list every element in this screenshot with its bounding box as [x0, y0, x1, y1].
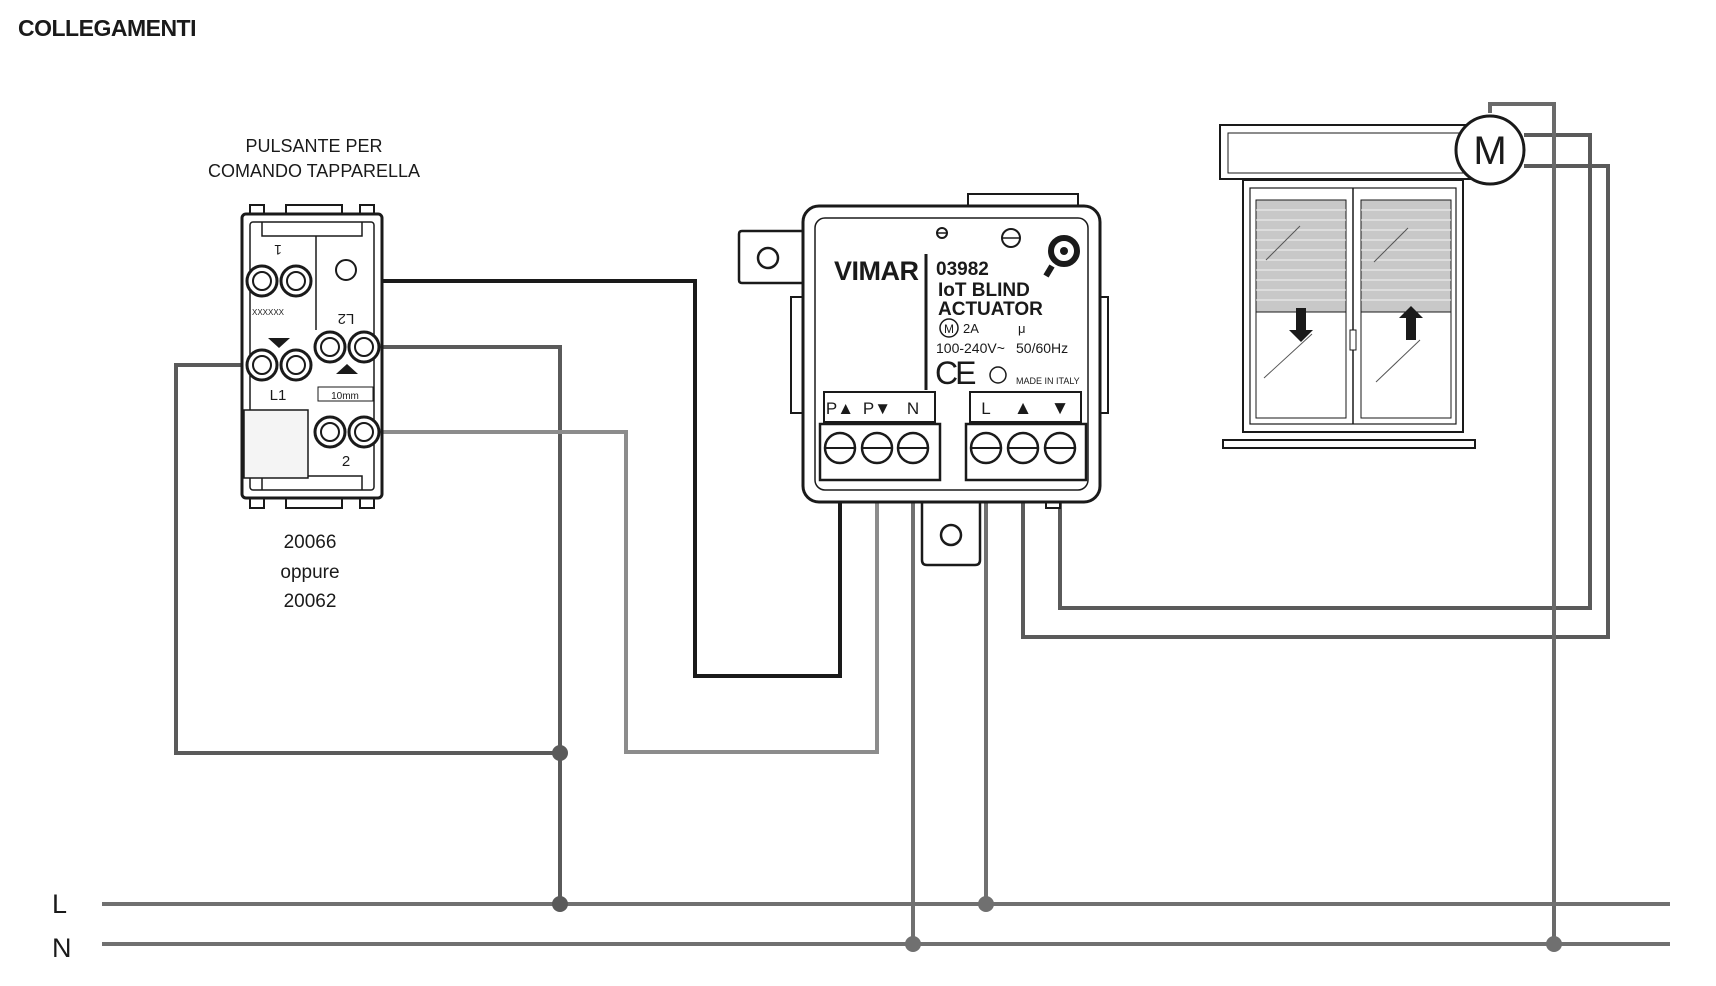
terminal-up-label: ▲ [1014, 398, 1033, 419]
rating-motor-symbol: M [944, 322, 954, 336]
screw-terminal [1006, 431, 1040, 465]
wire-l1 [174, 363, 560, 755]
actuator-code: 03982 [936, 259, 989, 280]
size-label: 10mm [331, 391, 359, 402]
terminal-l2-label: L2 [338, 310, 355, 327]
model-b-label: 20062 [284, 591, 337, 612]
button-caption-line2: COMANDO TAPPARELLA [208, 161, 420, 181]
junction-dot [905, 936, 921, 952]
screw-terminal [1043, 431, 1077, 465]
screw-terminal [823, 431, 857, 465]
screw-terminal [896, 431, 930, 465]
rating-micro: μ [1018, 321, 1026, 336]
junction-dot [552, 745, 568, 761]
up-arrow-icon [336, 364, 358, 374]
wire-p-down [364, 430, 879, 754]
junction-dot [1546, 936, 1562, 952]
wire-motor-down [1058, 133, 1592, 610]
screw-terminal [860, 431, 894, 465]
motor-label: M [1473, 129, 1506, 173]
rating-frequency: 50/60Hz [1016, 340, 1068, 356]
actuator-name-line2: ACTUATOR [938, 299, 1043, 320]
device-code-label: XXXXXX [252, 308, 285, 317]
certification-mark-icon [989, 366, 1007, 384]
wire-motor-common [1488, 102, 1556, 944]
model-a-label: 20066 [284, 532, 337, 553]
wire-p-up [296, 279, 842, 678]
rating-current: 2A [963, 321, 979, 336]
terminal-1-label: 1 [274, 242, 282, 258]
blind-down-arrow-icon [1289, 308, 1313, 342]
blind-actuator: VIMAR 03982 IoT BLIND ACTUATOR M 2A μ 10… [737, 193, 1109, 567]
vimar-logo-icon [1043, 235, 1080, 278]
bus-label-n: N [52, 933, 72, 963]
terminal-down-label: ▼ [1051, 398, 1070, 419]
actuator-name-line1: IoT BLIND [938, 280, 1030, 301]
terminal-p-up-label: P▲ [826, 399, 854, 418]
page-title: COLLEGAMENTI [18, 15, 196, 41]
junction-dot [978, 896, 994, 912]
blind-up-arrow-icon [1399, 306, 1423, 340]
model-or-label: oppure [280, 562, 339, 583]
bus-label-l: L [52, 889, 67, 919]
ce-mark: CE [935, 355, 975, 391]
wire-l2 [364, 345, 562, 904]
down-arrow-icon [268, 338, 290, 348]
button-caption-line1: PULSANTE PER [245, 136, 382, 156]
rating-voltage: 100-240V~ [936, 340, 1005, 356]
wire-motor-up [1021, 164, 1610, 639]
motor: M [1454, 114, 1526, 186]
made-in-label: MADE IN ITALY [1016, 376, 1080, 386]
terminal-l-label: L [981, 399, 990, 418]
terminal-2-label: 2 [342, 453, 350, 470]
terminal-p-down-label: P▼ [863, 399, 891, 418]
screw-terminal [969, 431, 1003, 465]
junction-dot [552, 896, 568, 912]
actuator-brand: VIMAR [834, 256, 919, 286]
terminal-l1-label: L1 [270, 387, 287, 404]
terminal-n-label: N [907, 399, 919, 418]
push-button-device: PULSANTE PER COMANDO TAPPARELLA 1 L2 XX [208, 136, 420, 612]
window-roller-blind [1219, 124, 1481, 449]
